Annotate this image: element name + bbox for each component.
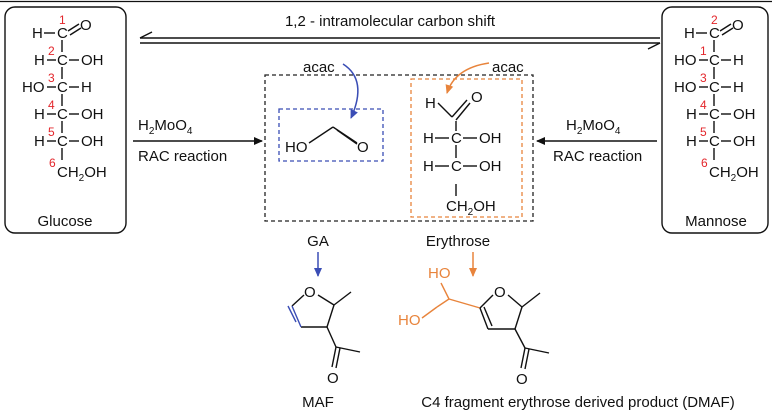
mannose-aldehyde-o: O <box>732 17 744 34</box>
right-reagent: H2MoO4 <box>566 117 621 137</box>
glucose-left-sub: H <box>34 106 45 123</box>
glucose-left-sub: HO <box>22 79 45 96</box>
glucose-carbon: C <box>57 79 68 96</box>
glucose-carbon-number: 3 <box>48 71 55 85</box>
dmaf-label: C4 fragment erythrose derived product (D… <box>421 394 734 411</box>
mannose-carbon: C <box>709 106 720 123</box>
glucose-carbon: C <box>57 106 68 123</box>
mannose-ch2oh: CH2OH <box>709 164 759 184</box>
glucose-aldehyde-o: O <box>80 17 92 34</box>
ery-right-sub: OH <box>479 158 502 175</box>
ery-left-sub: H <box>423 130 434 147</box>
glycolaldehyde-structure: HO O <box>285 126 369 156</box>
erythrose-label: Erythrose <box>426 233 490 250</box>
ery-right-sub: OH <box>479 130 502 147</box>
mannose-carbon-number: 3 <box>700 71 707 85</box>
carbon-shift-equilibrium: 1,2 - intramolecular carbon shift <box>139 13 661 50</box>
mannose-left-sub: HO <box>674 52 697 69</box>
dmaf-ring-o: O <box>494 284 506 301</box>
maf-ketone-o: O <box>327 370 339 387</box>
glucose-right-sub: OH <box>81 133 104 150</box>
dmaf-structure: HO HO O O <box>398 265 550 388</box>
ery-carbon: C <box>451 130 462 147</box>
ga-ho: HO <box>285 139 308 156</box>
glucose-carbon-number: 4 <box>48 98 55 112</box>
erythrose-box <box>410 78 523 218</box>
acac-to-erythrose-arrow <box>445 62 490 94</box>
left-rac-arrow: H2MoO4 RAC reaction <box>133 117 263 165</box>
glucose-carbon-number: 2 <box>48 44 55 58</box>
ery-o: O <box>471 89 483 106</box>
glucose-label: Glucose <box>37 213 92 230</box>
glucose-carbon-number: 5 <box>48 125 55 139</box>
mannose-carbon: C <box>709 52 720 69</box>
mannose-left-sub: H <box>686 133 697 150</box>
glucose-carbon: C <box>57 52 68 69</box>
mannose-label: Mannose <box>685 213 747 230</box>
maf-structure: O O <box>287 284 361 387</box>
fragments-box <box>264 74 534 222</box>
ery-tail: CH2OH <box>446 198 496 218</box>
mannose-carbon-number: 4 <box>700 98 707 112</box>
ga-o: O <box>357 139 369 156</box>
dmaf-ho-left: HO <box>398 312 421 329</box>
mannose-box <box>661 6 769 234</box>
glucose-right-sub: OH <box>81 106 104 123</box>
mannose-carbon-number: 5 <box>700 125 707 139</box>
maf-ring-o: O <box>304 284 316 301</box>
mannose-left-sub: HO <box>674 79 697 96</box>
acac-left: acac <box>303 59 335 76</box>
mannose-right-sub: H <box>733 52 744 69</box>
glucose-left-sub: H <box>34 52 45 69</box>
maf-label: MAF <box>302 394 334 411</box>
right-rac-arrow: H2MoO4 RAC reaction <box>536 117 657 165</box>
glucose-left-sub: H <box>34 133 45 150</box>
mannose-left-sub: H <box>686 106 697 123</box>
mannose-carbon: C <box>709 79 720 96</box>
glucose-c1: C <box>57 25 68 42</box>
glucose-carbon-number: 1 <box>59 13 66 27</box>
ga-label: GA <box>307 233 329 250</box>
mannose-aldehyde-h: H <box>684 25 695 42</box>
mannose-right-sub: OH <box>733 106 756 123</box>
left-rac-label: RAC reaction <box>138 148 227 165</box>
glucose-aldehyde-h: H <box>32 25 43 42</box>
glucose-carbon-number: 6 <box>49 156 56 170</box>
ga-box <box>278 108 384 162</box>
mannose-carbon-number: 2 <box>711 13 718 27</box>
shift-label: 1,2 - intramolecular carbon shift <box>285 13 496 30</box>
glucose-right-sub: H <box>81 79 92 96</box>
glucose-box <box>4 6 127 234</box>
mannose-right-sub: H <box>733 79 744 96</box>
right-rac-label: RAC reaction <box>553 148 642 165</box>
mannose-carbon: C <box>709 133 720 150</box>
left-reagent: H2MoO4 <box>138 117 193 137</box>
mannose-carbon-number: 1 <box>700 44 707 58</box>
glucose-ch2oh: CH2OH <box>57 164 107 184</box>
acac-right: acac <box>492 59 524 76</box>
mannose-c1: C <box>709 25 720 42</box>
mannose-carbon-number: 6 <box>701 156 708 170</box>
ery-h: H <box>425 95 436 112</box>
glucose-carbon: C <box>57 133 68 150</box>
dmaf-ketone-o: O <box>516 371 528 388</box>
acac-to-ga-arrow <box>342 63 359 119</box>
mannose-right-sub: OH <box>733 133 756 150</box>
ery-left-sub: H <box>423 158 434 175</box>
glucose-right-sub: OH <box>81 52 104 69</box>
ery-carbon: C <box>451 158 462 175</box>
dmaf-ho-top: HO <box>428 265 451 282</box>
